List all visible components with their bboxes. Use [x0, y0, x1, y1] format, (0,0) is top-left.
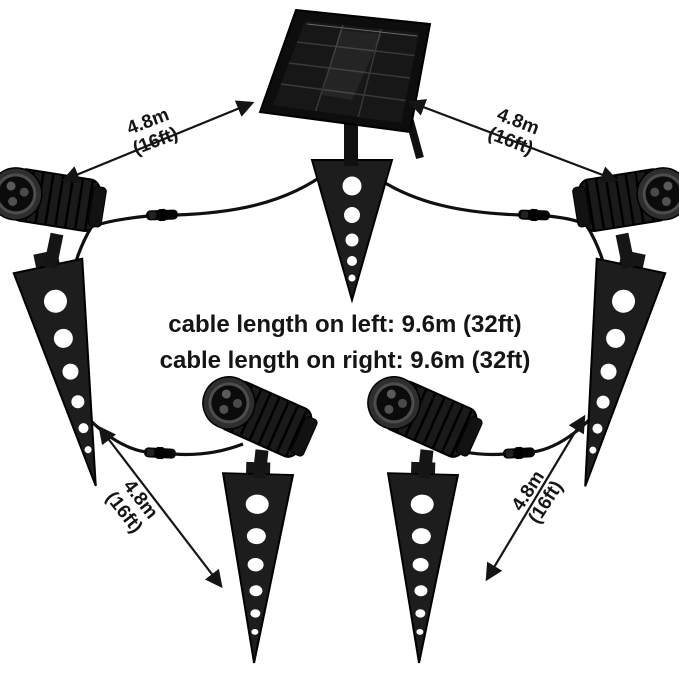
arrow-top-right	[407, 99, 619, 183]
solar-panel-assembly	[258, 8, 432, 301]
spotlight-head	[193, 367, 323, 465]
arrow-bottom-right	[485, 414, 586, 582]
cable-panel-to-left-light	[87, 168, 331, 230]
mount-knob	[43, 232, 64, 270]
spotlight-lower-right	[358, 367, 488, 665]
spotlight-head	[358, 367, 488, 465]
mount-knob	[252, 449, 269, 479]
cable-panel-to-right-light	[365, 168, 592, 230]
cable-connector-bottom-right	[502, 446, 536, 460]
cable-connector-top-left	[145, 208, 179, 222]
panel-ground-stake	[311, 159, 393, 301]
cable-length-note-left: cable length on left: 9.6m (32ft)	[168, 311, 521, 338]
spotlight-head	[0, 162, 110, 235]
mount-knob	[615, 232, 636, 270]
spike-stake	[382, 460, 460, 665]
solar-panel-grid	[280, 23, 418, 118]
cable-connector-top-right	[517, 208, 551, 222]
spike-stake	[217, 460, 295, 665]
solar-panel-reflection	[322, 30, 382, 100]
label-top-left: 4.8m (16ft)	[124, 104, 181, 159]
spike-stake	[548, 244, 670, 495]
spotlight-lower-left	[193, 367, 323, 665]
spike-stake	[9, 244, 131, 495]
label-bottom-right: 4.8m (16ft)	[508, 467, 568, 528]
arrow-bottom-left	[98, 425, 223, 589]
spotlight-upper-left	[0, 162, 131, 495]
arrow-top-left	[61, 100, 255, 183]
label-bottom-left: 4.8m (16ft)	[101, 476, 162, 537]
spotlight-upper-right	[548, 162, 679, 495]
cable-connector-bottom-left	[143, 446, 177, 460]
spotlight-head	[569, 162, 679, 235]
panel-mount-pole	[344, 114, 358, 166]
label-top-right: 4.8m (16ft)	[485, 104, 542, 159]
cable-length-note-right: cable length on right: 9.6m (32ft)	[160, 347, 531, 374]
mount-knob	[417, 449, 434, 479]
